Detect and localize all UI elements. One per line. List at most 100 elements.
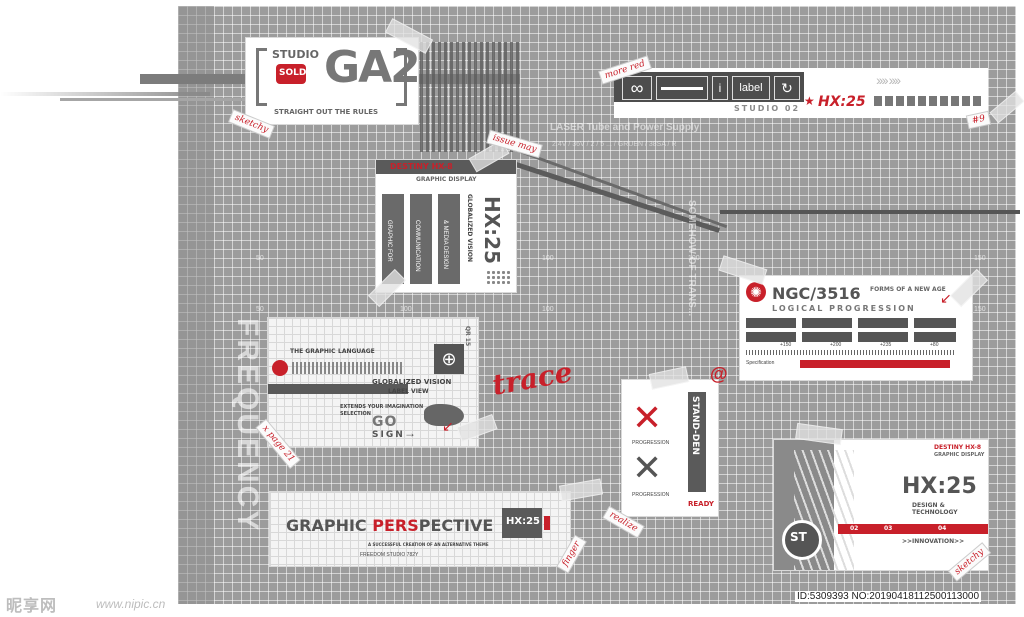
- language-red-circle-icon: [272, 360, 288, 376]
- logo-cap-text: SOLD: [279, 68, 307, 78]
- perspective-title: GRAPHIC PERSPECTIVE: [286, 516, 493, 535]
- x-ready: READY: [688, 500, 714, 508]
- perspective-title-a: GRAPHIC: [286, 516, 373, 535]
- hx-innovation: >>INNOVATION>>: [902, 538, 965, 545]
- hx-tab: 02: [850, 525, 859, 532]
- hx-monogram: ST: [790, 530, 807, 544]
- watermark-logo: 昵享网: [6, 598, 58, 615]
- ruler-number: 50: [256, 255, 264, 262]
- graphic-col-3: [438, 194, 460, 284]
- arrow-red-icon: ↙: [442, 418, 454, 434]
- ghost-laser-sub: 2.4V / 36V / 2 / 5 ... / GRUEN / 38SA / …: [552, 141, 677, 148]
- ngc-number: +235: [880, 342, 892, 348]
- slider-icon: [656, 76, 708, 100]
- language-language: LANGUAGE: [338, 348, 375, 355]
- logo-code: GA2: [324, 42, 421, 93]
- studio-logo-card: STUDIO SOLD GA2 STRAIGHT OUT THE RULES: [246, 38, 421, 124]
- world-map-icon: [424, 404, 464, 426]
- watermark-url: www.nipic.cn: [96, 597, 166, 611]
- x-red-icon: ✕: [632, 397, 663, 438]
- graphic-language-card: THE GRAPHIC LANGUAGE ⊕ QR 15 GLOBALIZED …: [268, 318, 478, 446]
- x-card: ✕ PROGRESSION ✕ PROGRESSION STAND-DEN RE…: [622, 380, 718, 516]
- hx-subtitle: DESIGN & TECHNOLOGY: [912, 502, 958, 516]
- watermark-id: ID:5309393 NO:20190418112500113000: [795, 591, 982, 602]
- ngc-arrow-icon: ↙: [940, 290, 952, 306]
- grey-streak-1: [0, 92, 210, 96]
- ruler-number: 50: [256, 306, 264, 313]
- ghost-laser-text: LASER Tube and Power Supply: [550, 122, 700, 133]
- logo-left-bracket: [256, 48, 267, 106]
- toolbar-dark-left: [614, 72, 804, 102]
- level-bars: [874, 96, 984, 106]
- graphic-col-1: [382, 194, 404, 284]
- perspective-caption: A SUCCESSFUL CREATION OF AN ALTERNATIVE …: [368, 542, 489, 547]
- ngc-card: ✺ NGC/3516 FORMS OF A NEW AGE ↙ LOGICAL …: [740, 276, 972, 380]
- perspective-tag: HX:25: [506, 516, 540, 527]
- graphic-col-label: & MEDIA DESIGN: [442, 220, 448, 270]
- hx-tab-strip: [838, 524, 988, 534]
- language-dark-bar: [268, 384, 408, 394]
- hx-tab: 03: [884, 525, 893, 532]
- language-go: GO: [372, 414, 398, 430]
- ngc-number: +200: [830, 342, 842, 348]
- ngc-small: FORMS OF A NEW AGE: [870, 286, 946, 293]
- ngc-tick-row: [746, 350, 956, 355]
- refresh-icon: ↻: [774, 76, 800, 100]
- x-caption: PROGRESSION: [632, 492, 670, 498]
- ruler-number: 100: [400, 306, 412, 313]
- graphic-subtitle: GRAPHIC DISPLAY: [416, 176, 477, 183]
- toolbar-studio-label: STUDIO 02: [734, 104, 801, 113]
- perspective-title-c: PECTIVE: [418, 516, 494, 535]
- dark-line-3: [720, 210, 1020, 214]
- hx-card: DESTINY HX-8 GRAPHIC DISPLAY HX:25 DESIG…: [774, 440, 988, 570]
- hx-sub: GRAPHIC DISPLAY: [934, 452, 985, 458]
- ngc-number: +80: [930, 342, 939, 348]
- ngc-bar-row-2: [746, 332, 956, 342]
- language-hatched-bar: [292, 362, 402, 374]
- x-vertical-text: STAND-DEN: [690, 396, 700, 455]
- language-side-label: QR 15: [464, 326, 471, 347]
- ngc-title: NGC/3516: [772, 284, 861, 303]
- hx-tab: 04: [938, 525, 947, 532]
- ghost-vertical-text: SOMEHOW OF TRANS...: [686, 200, 697, 317]
- info-icon: i: [712, 76, 728, 100]
- graphic-hx: HX:25: [480, 196, 504, 264]
- x-caption: PROGRESSION: [632, 440, 670, 446]
- perspective-title-b: PERS: [372, 516, 419, 535]
- graphic-col-label: COMMUNICATION: [414, 220, 420, 272]
- ngc-red-bar: [800, 360, 950, 368]
- graphic-globalized: GLOBALIZED VISION: [466, 194, 473, 262]
- ngc-number: +150: [780, 342, 792, 348]
- toolbar-hx: HX:25: [818, 94, 866, 110]
- language-globalized: GLOBALIZED VISION: [372, 378, 452, 386]
- graphic-col-label: GRAPHIC FOR: [386, 220, 392, 262]
- ruler-number: 150: [974, 306, 986, 313]
- at-graffiti: @: [710, 364, 728, 384]
- perspective-tag-box: [502, 508, 542, 538]
- ngc-sub: LOGICAL PROGRESSION: [772, 304, 916, 313]
- language-selection: SELECTION: [340, 411, 371, 417]
- language-the-graphic: THE GRAPHIC: [290, 348, 336, 355]
- label-icon: label: [732, 76, 770, 100]
- grey-streak-3: [60, 98, 280, 101]
- language-label-view: LABEL VIEW: [388, 388, 429, 395]
- graphic-display-card: DESTINY HX-8 GRAPHIC DISPLAY GRAPHIC FOR…: [376, 160, 516, 292]
- board-left-strip: [178, 6, 214, 604]
- graphic-code: DESTINY HX-8: [390, 162, 453, 171]
- x-vertical-bar: [688, 392, 706, 492]
- language-sign: SIGN: [372, 430, 405, 440]
- chevrons-icon: ›››› ››››: [876, 72, 901, 88]
- ruler-number: 100: [542, 306, 554, 313]
- ngc-foot: Specification: [746, 360, 775, 366]
- toolbar-card: ∞ i label ↻ STUDIO 02 ★ HX:25 ›››› ››››: [614, 68, 988, 118]
- graphic-perspective-card: GRAPHIC PERSPECTIVE HX:25 A SUCCESSFUL C…: [270, 492, 570, 566]
- graphic-dots: [486, 270, 510, 284]
- compass-icon: ⊕: [434, 344, 464, 374]
- perspective-foot: FREEDOM STUDIO 782Y: [360, 552, 419, 558]
- star-icon: ★: [804, 94, 815, 108]
- battery-red-tip: [544, 516, 550, 530]
- graphic-col-2: [410, 194, 432, 284]
- infinity-icon: ∞: [622, 76, 652, 100]
- hx-code: DESTINY HX-8: [934, 444, 982, 451]
- logo-tagline: STRAIGHT OUT THE RULES: [274, 108, 379, 116]
